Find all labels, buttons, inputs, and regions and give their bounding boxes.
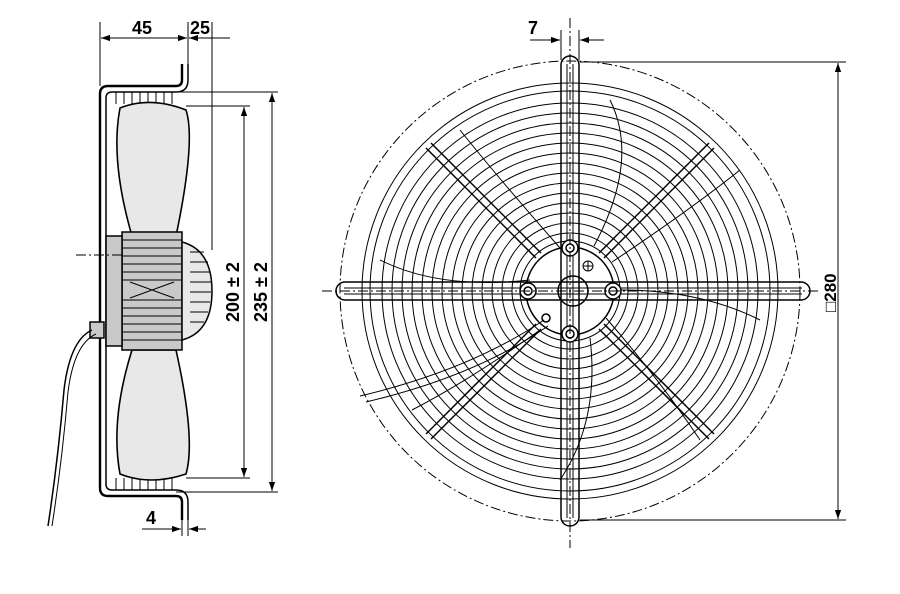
dim-label-7: 7 (528, 18, 538, 38)
dim-label-4: 4 (146, 508, 156, 528)
cable-gland (89, 321, 105, 339)
dim-label-200: 200 ± 2 (223, 262, 243, 322)
cable-exit (359, 319, 545, 397)
power-cable-inner (51, 333, 97, 527)
blade-lower (116, 349, 191, 481)
motor-cap-fins (190, 251, 211, 323)
grille-wires-top (115, 92, 173, 104)
front-view: 7 □280 (322, 18, 846, 548)
dim-label-25: 25 (190, 18, 210, 38)
power-cable (47, 329, 93, 527)
hub-plate (105, 235, 123, 347)
radial-struts (425, 142, 715, 440)
dim-label-45: 45 (132, 18, 152, 38)
motor-cap (181, 241, 213, 341)
dim-label-235: 235 ± 2 (251, 262, 271, 322)
blade-upper (116, 101, 191, 237)
side-view: 45 25 4 200 ± 2 235 ± 2 (47, 18, 278, 536)
motor-windings (122, 239, 182, 341)
grille-profile (98, 64, 184, 520)
dim-label-280: □280 (821, 273, 840, 312)
earth-symbol (582, 260, 594, 272)
